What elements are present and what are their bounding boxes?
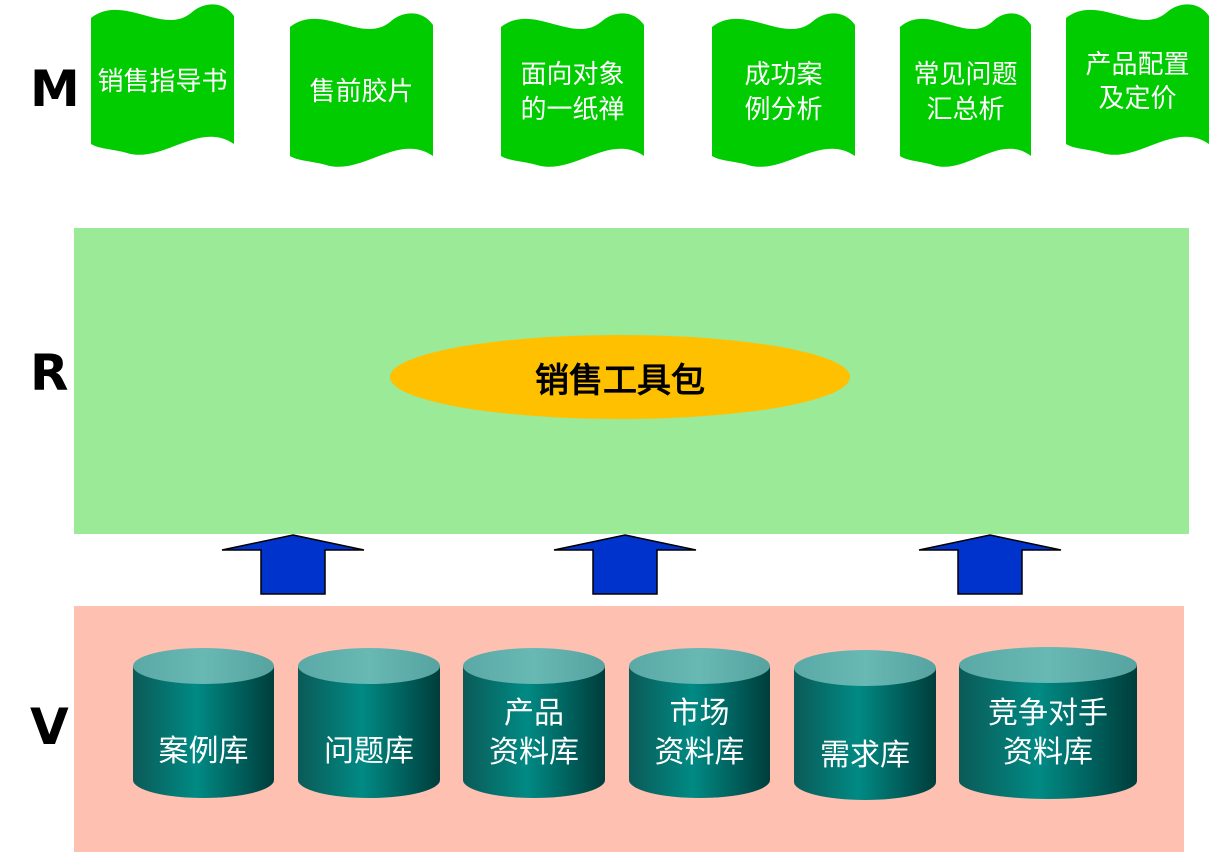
document-label: 售前胶片: [309, 77, 414, 108]
database-requirements-library: 需求库: [794, 650, 936, 800]
database-label: 需求库: [820, 738, 910, 773]
sales-toolkit-oval: 销售工具包: [390, 335, 850, 419]
database-label: 产品 资料库: [489, 696, 579, 770]
up-arrow-icon: [553, 534, 697, 595]
document-label: 面向对象 的一纸禅: [520, 60, 625, 125]
layer-label-v: V: [30, 698, 69, 756]
document-sales-guide: 销售指导书: [91, 2, 234, 160]
database-product-materials: 产品 资料库: [463, 648, 605, 798]
document-config-pricing: 产品配置 及定价: [1066, 2, 1209, 160]
up-arrow-icon: [918, 534, 1062, 595]
database-label: 问题库: [324, 734, 414, 769]
document-label: 成功案 例分析: [744, 60, 823, 125]
database-competitor-materials: 竞争对手 资料库: [959, 647, 1137, 799]
database-case-library: 案例库: [133, 648, 274, 798]
database-market-materials: 市场 资料库: [629, 648, 770, 798]
up-arrow-icon: [221, 534, 365, 595]
document-success-cases: 成功案 例分析: [712, 11, 855, 172]
layer-label-m: M: [30, 60, 80, 118]
layer-label-r: R: [30, 344, 69, 402]
document-faq-summary: 常见问题 汇总析: [900, 11, 1031, 172]
document-label: 产品配置 及定价: [1085, 49, 1190, 114]
database-label: 案例库: [158, 734, 249, 769]
document-presales-slides: 售前胶片: [290, 11, 433, 172]
document-one-page-oo: 面向对象 的一纸禅: [501, 11, 644, 172]
database-label: 竞争对手 资料库: [988, 696, 1108, 770]
sales-toolkit-label: 销售工具包: [535, 360, 705, 401]
document-label: 销售指导书: [97, 66, 228, 97]
database-issue-library: 问题库: [298, 648, 440, 798]
database-label: 市场 资料库: [654, 696, 745, 770]
document-label: 常见问题 汇总析: [913, 60, 1018, 125]
